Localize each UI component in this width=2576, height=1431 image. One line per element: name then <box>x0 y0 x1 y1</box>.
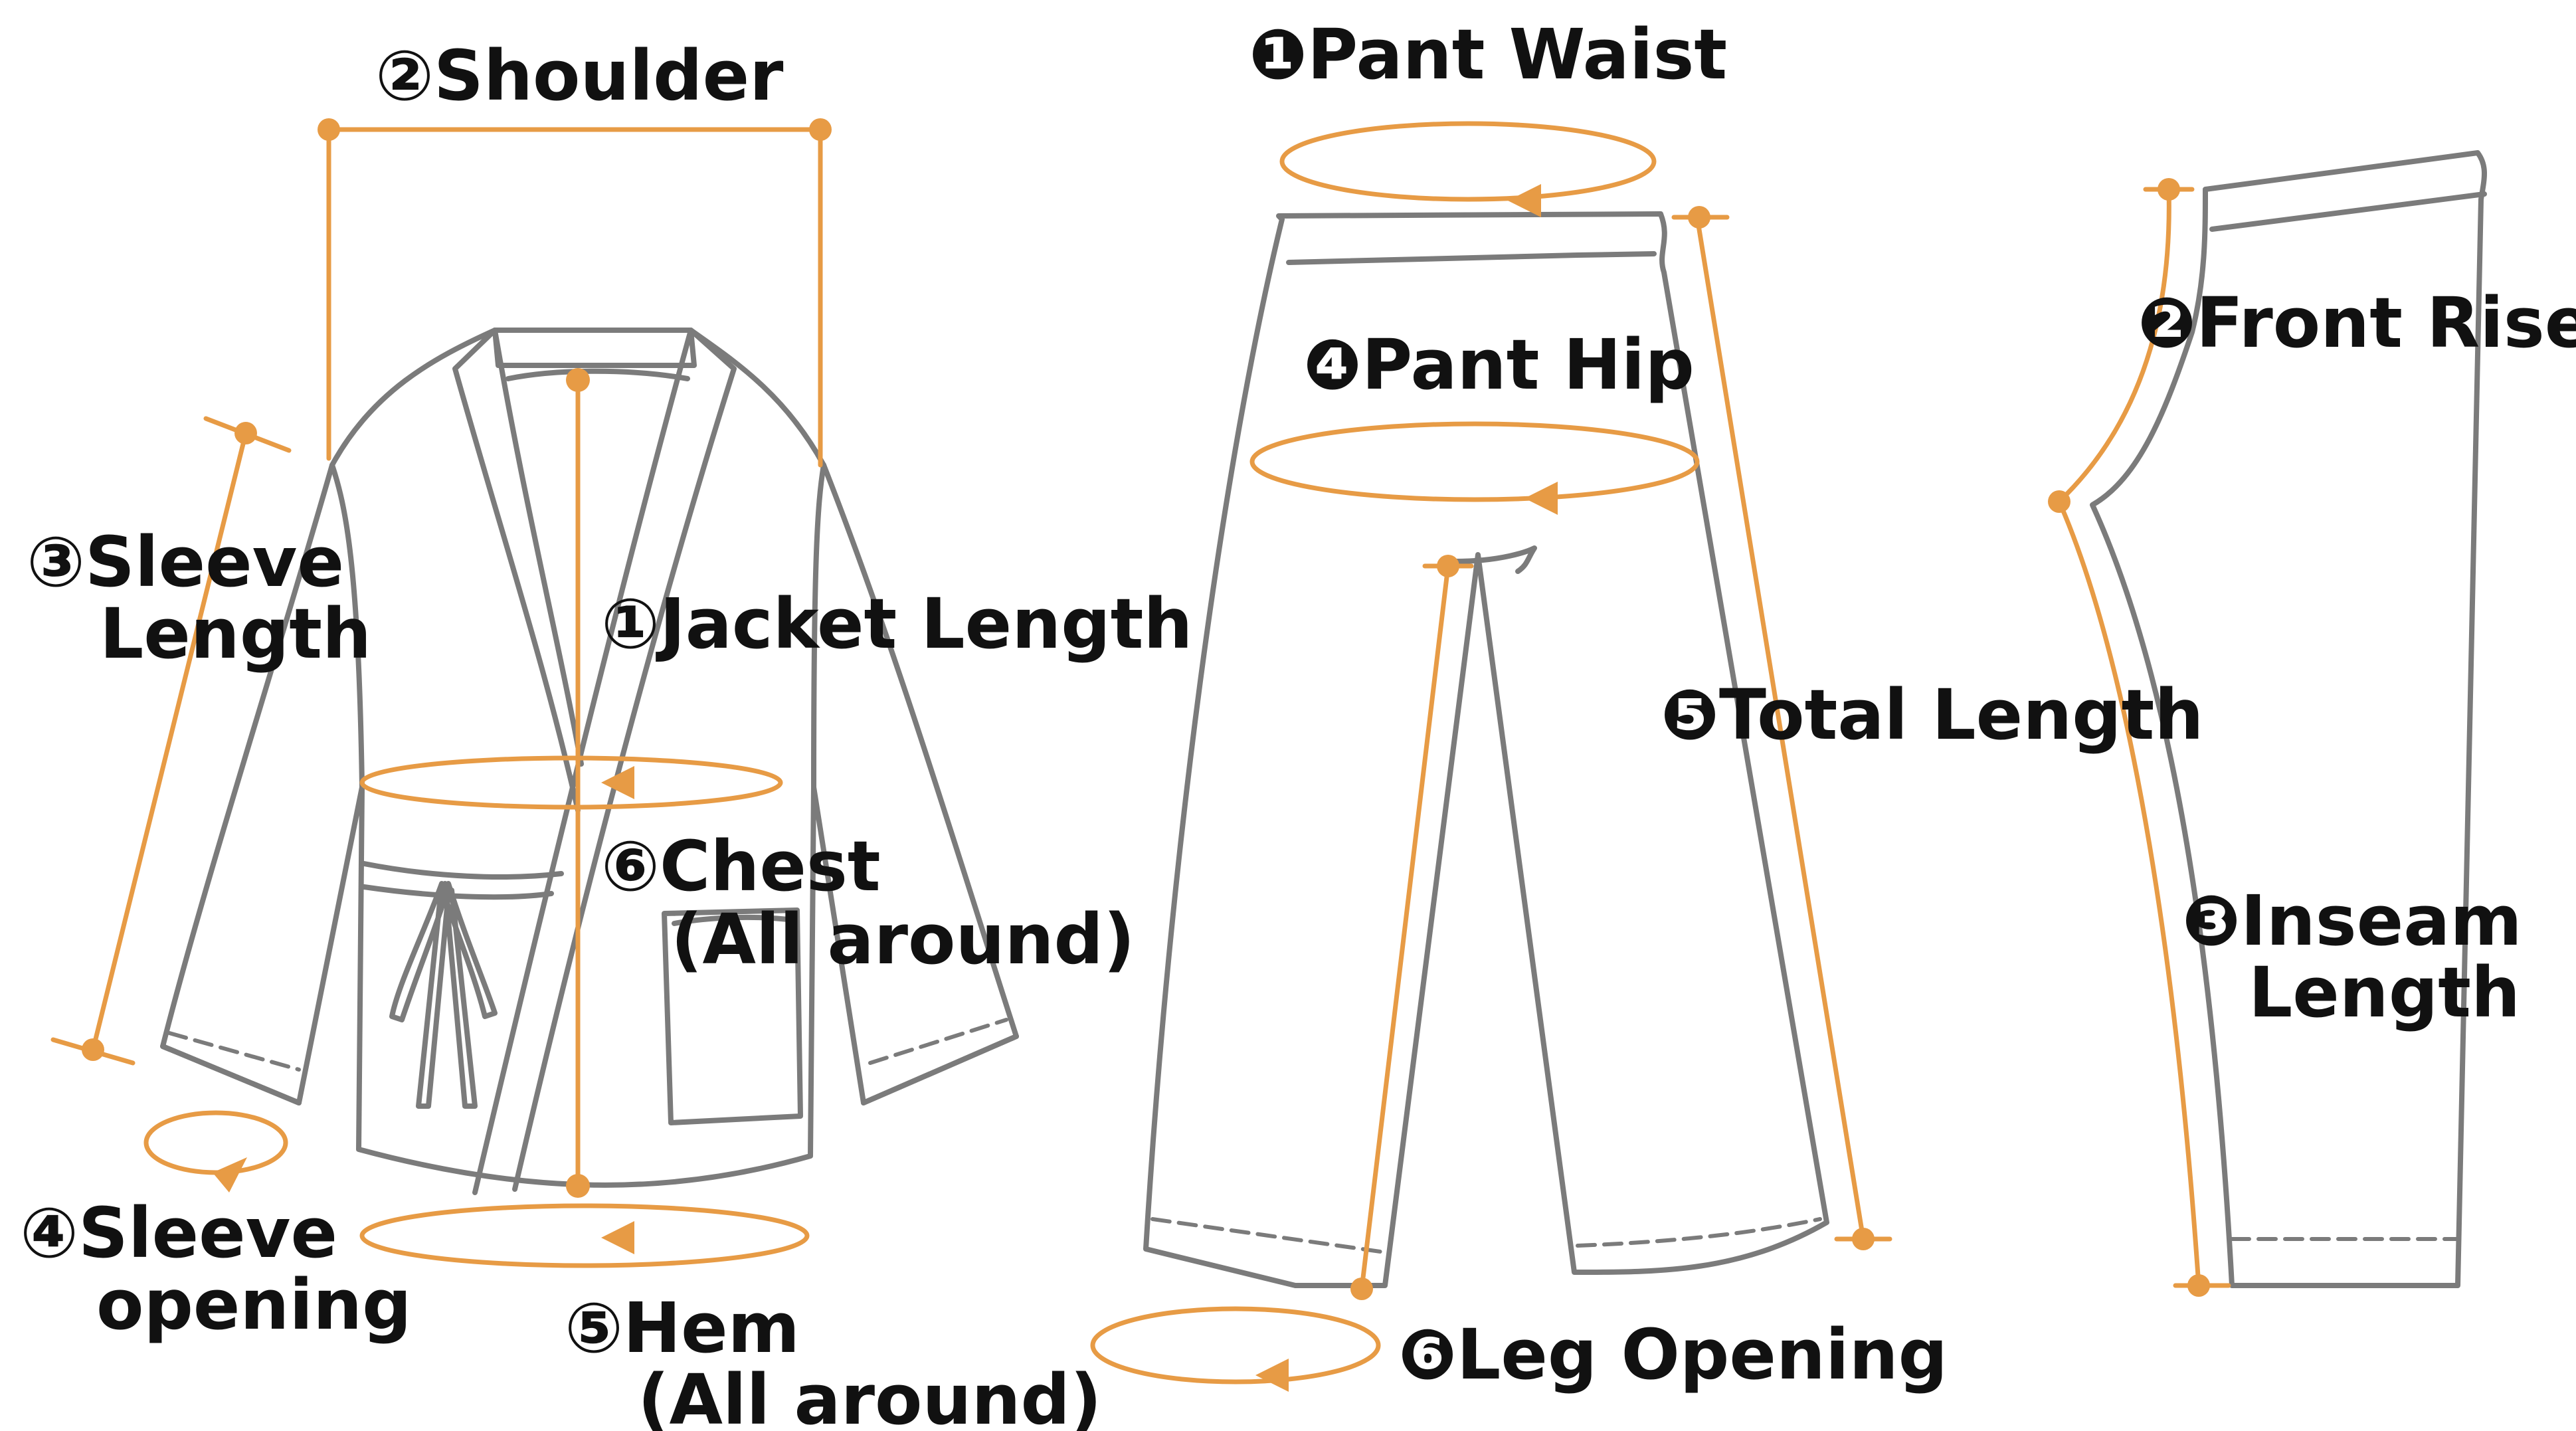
sleeve-opening-label-line1: ④Sleeve <box>20 1192 337 1274</box>
jacket-figure <box>160 328 1019 1195</box>
pants-front-figure <box>1143 211 1829 1288</box>
pant-waist-label: ❶Pant Waist <box>1249 14 1727 95</box>
jacket-measures <box>50 127 823 1268</box>
pant-hip-label: ❹Pant Hip <box>1303 324 1695 405</box>
shoulder-measure-line <box>326 127 823 468</box>
chest-label-line2: (All around) <box>671 899 1135 980</box>
front-rise-label: ❷Front Rise <box>2138 282 2576 363</box>
pant-hip-measure-ellipse <box>1249 421 1700 502</box>
jacket-left-cuff <box>160 1044 302 1105</box>
chest-label-line1: ⑥Chest <box>601 826 881 907</box>
pants-side-figure <box>2090 150 2487 1288</box>
chest-measure-ellipse <box>359 755 783 810</box>
pants-front-waistband <box>1286 251 1657 265</box>
jacket-belt-ties <box>389 881 498 1109</box>
sleeve-opening-label-line2: opening <box>96 1264 412 1345</box>
jacket-back-collar <box>492 328 697 368</box>
jacket-pocket <box>662 907 803 1125</box>
hem-label-line1: ⑤Hem <box>565 1288 800 1369</box>
jacket-left-lapel <box>452 328 584 813</box>
pants-side-outline <box>2090 150 2487 1288</box>
total-length-label: ❺Total Length <box>1661 674 2203 755</box>
hem-measure-ellipse <box>359 1203 810 1268</box>
hem-label-line2: (All around) <box>638 1359 1102 1431</box>
jacket-right-cuff <box>861 1034 1019 1105</box>
pants-side-waistband <box>2209 191 2487 232</box>
inseam-label-line1: ❸Inseam <box>2182 880 2522 961</box>
sleeve-length-measure-line <box>50 416 292 1066</box>
pants-front-outline <box>1143 211 1829 1288</box>
sleeve-length-label-line2: Length <box>100 593 371 674</box>
shoulder-label: ②Shoulder <box>375 35 783 116</box>
pants-front-fly <box>1452 545 1537 574</box>
jacket-belt <box>361 861 564 900</box>
labels: ②Shoulder ③Sleeve Length ①Jacket Length … <box>20 14 2576 1431</box>
pants-front-measure-markers <box>1255 184 1875 1392</box>
inseam-label-line2: Length <box>2249 952 2520 1033</box>
jacket-right-lapel <box>472 328 737 1195</box>
pants-side-measure-markers <box>2048 178 2210 1297</box>
leg-opening-label: ❻Leg Opening <box>1398 1314 1948 1395</box>
sleeve-opening-measure-ellipse <box>143 1110 288 1175</box>
jacket-length-label: ①Jacket Length <box>601 583 1192 664</box>
pant-waist-measure-ellipse <box>1279 121 1657 202</box>
jacket-measure-markers <box>82 118 832 1254</box>
sleeve-length-label-line1: ③Sleeve <box>27 522 344 603</box>
leg-inseam-front-line <box>1359 563 1474 1291</box>
leg-opening-measure-ellipse <box>1090 1306 1381 1384</box>
